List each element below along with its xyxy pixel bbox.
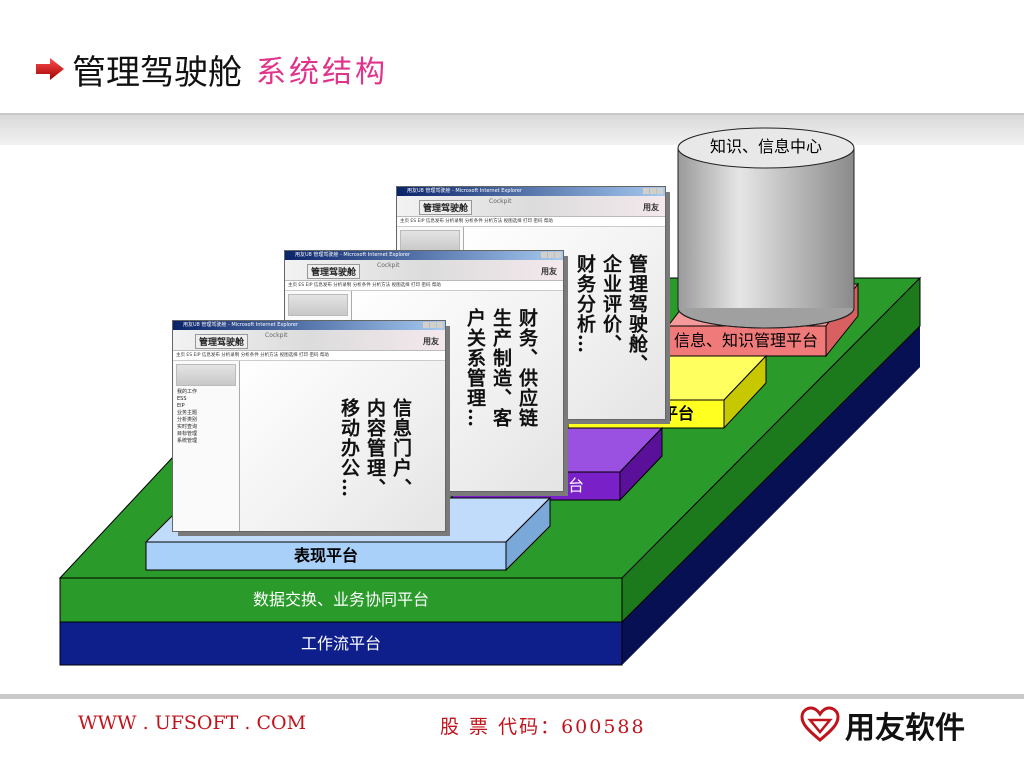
tree-item[interactable]: 分析类别 [177,417,198,423]
window-text-col2: 内容管理、 [364,398,386,498]
window-menu[interactable]: 主页 ES EIP 信息发布 分析录制 分析条件 分析方法 视图选择 打印 密码… [397,217,665,227]
banner-brand: 用友 [541,267,557,276]
window-title: 用友U8 管理驾驶舱 - Microsoft Internet Explorer [407,188,523,194]
banner-brand: 用友 [643,203,659,212]
page-subtitle: 系统结构 [256,55,388,90]
banner-cockpit: Cockpit [377,262,400,269]
banner-brand: 用友 [423,337,439,346]
window-title: 用友U8 管理驾驶舱 - Microsoft Internet Explorer [295,252,411,258]
sidebar-logo-box [400,230,460,252]
tree-item[interactable]: EIP [177,403,185,409]
window-menu[interactable]: 主页 ES EIP 信息发布 分析录制 分析条件 分析方法 视图选择 打印 密码… [173,351,445,361]
maximize-icon[interactable] [548,252,554,258]
window-text-col3: 管理驾驶舱、 [626,254,648,374]
banner-cockpit: Cockpit [489,198,512,205]
close-icon[interactable] [437,322,443,328]
tree-item[interactable]: 实时查询 [177,424,198,430]
layer-data-exchange-label: 数据交换、业务协同平台 [252,590,429,609]
tree-item[interactable]: 系统管理 [177,438,198,444]
minimize-icon[interactable] [423,322,429,328]
window-frame: 用友U8 管理驾驶舱 - Microsoft Internet Explorer… [172,320,446,532]
banner-cockpit: Cockpit [265,332,288,339]
layer-workflow [59,326,920,666]
window-menu[interactable]: 主页 ES EIP 信息发布 分析录制 分析条件 分析方法 视图选择 打印 密码… [285,281,563,291]
window-banner: 管理驾驶舱 Cockpit 用友 [285,260,563,281]
minimize-icon[interactable] [643,188,649,194]
window-titlebar: 用友U8 管理驾驶舱 - Microsoft Internet Explorer [397,187,665,196]
window-controls [423,322,443,328]
tree-item[interactable]: 目标管理 [177,431,198,437]
header-band [0,113,1024,145]
maximize-icon[interactable] [430,322,436,328]
banner-title: 管理驾驶舱 [195,334,249,349]
footer-stock-code: 股 票 代码：600588 [440,716,646,738]
tree-item[interactable]: ESS [177,396,187,402]
window-controls [643,188,663,194]
footer-divider [0,694,1024,699]
window-text-col1: 移动办公… [338,398,360,498]
close-icon[interactable] [555,252,561,258]
window-titlebar: 用友U8 管理驾驶舱 - Microsoft Internet Explorer [173,321,445,330]
page-title: 管理驾驶舱 [72,52,242,93]
footer-url: WWW . UFSOFT . COM [78,712,307,734]
window-banner: 管理驾驶舱 Cockpit 用友 [397,196,665,217]
layer-presentation-label: 表现平台 [293,546,358,565]
arrow-bullet-icon [36,58,64,80]
window-text-col2: 生产制造、客 [490,308,512,428]
window-controls [541,252,561,258]
browser-window-portal: 用友U8 管理驾驶舱 - Microsoft Internet Explorer… [172,320,450,536]
title-bar: 管理驾驶舱 系统结构 [36,44,388,94]
footer-brand: 用友软件 [845,711,965,746]
banner-title: 管理驾驶舱 [419,200,473,215]
window-title: 用友U8 管理驾驶舱 - Microsoft Internet Explorer [183,322,299,328]
window-banner: 管理驾驶舱 Cockpit 用友 [173,330,445,351]
sidebar-logo-box [176,364,236,386]
ufida-logo-icon [800,706,840,742]
sidebar-logo-box [288,294,348,316]
banner-title: 管理驾驶舱 [307,264,361,279]
layer-workflow-label: 工作流平台 [300,634,381,653]
window-text-col1: 财务分析… [574,254,596,354]
knowledge-center-cylinder [677,127,855,329]
window-text-col3: 财务、供应链 [516,308,538,428]
window-titlebar: 用友U8 管理驾驶舱 - Microsoft Internet Explorer [285,251,563,260]
window-content [240,361,445,531]
window-text-col1: 户关系管理… [464,308,486,428]
window-text-col2: 企业评价、 [600,254,622,354]
layer-knowledge-mgmt-label: 信息、知识管理平台 [674,331,819,350]
window-text-col3: 信息门户、 [390,398,412,498]
cylinder-label: 知识、信息中心 [709,137,822,156]
tree-item[interactable]: 业务主题 [177,410,198,416]
minimize-icon[interactable] [541,252,547,258]
maximize-icon[interactable] [650,188,656,194]
close-icon[interactable] [657,188,663,194]
tree-item[interactable]: 我的工作 [177,389,198,395]
